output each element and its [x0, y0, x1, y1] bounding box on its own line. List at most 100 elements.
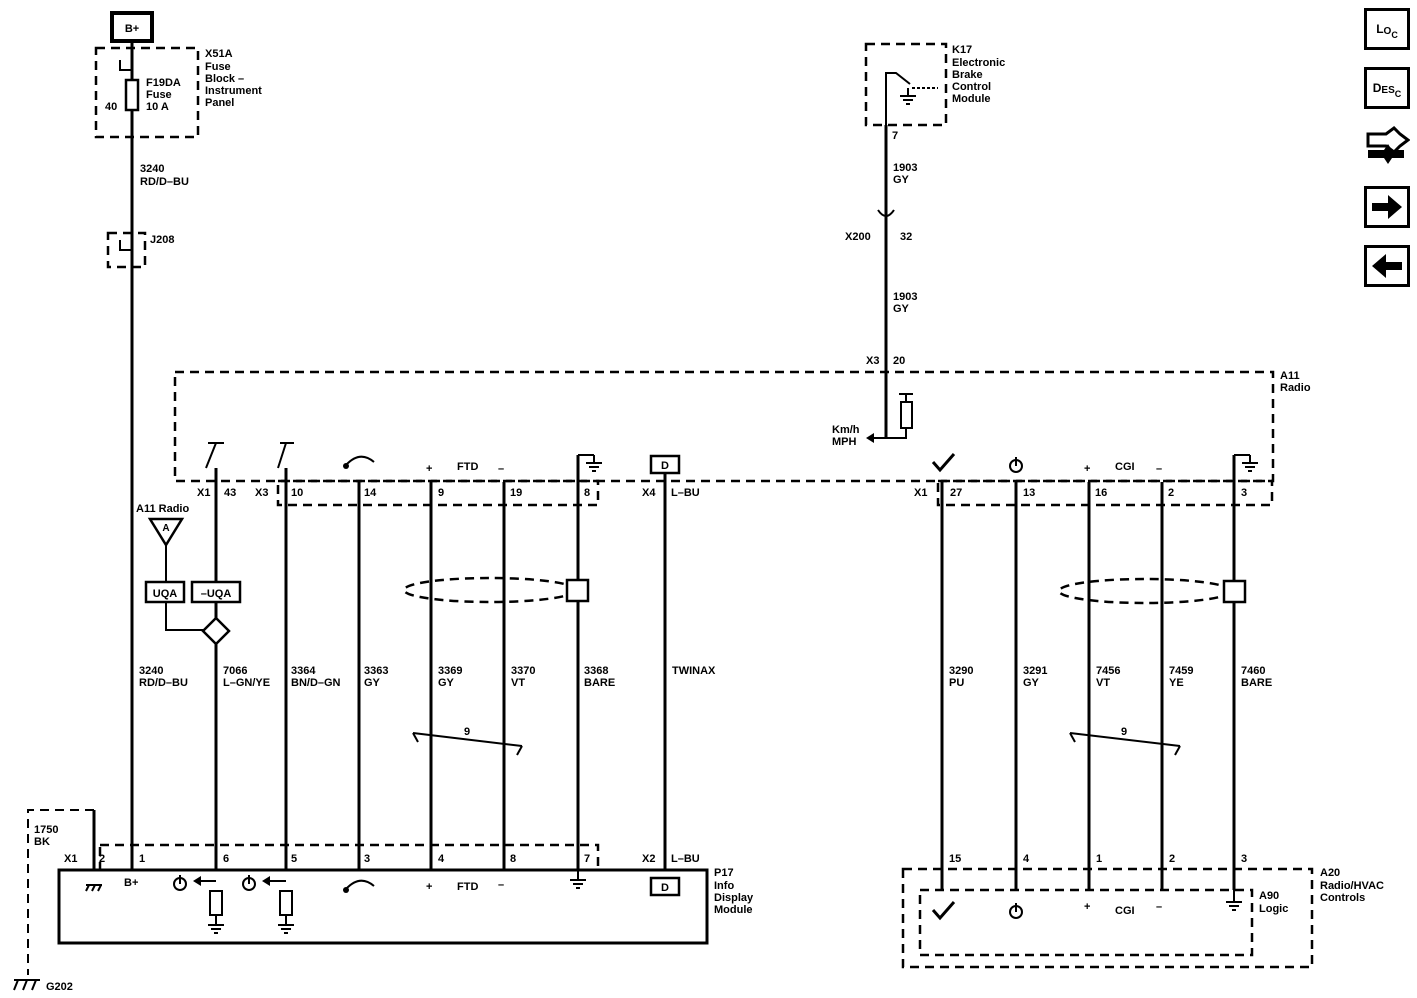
next-page-button[interactable]	[1364, 186, 1410, 228]
right-wire-4-color: BARE	[1241, 677, 1272, 689]
hvac-cgi-label: CGI	[1115, 905, 1135, 917]
display-bplus-label: B+	[124, 877, 138, 889]
fuse-block-outline	[94, 46, 200, 139]
option-diamond	[201, 616, 231, 646]
display-chassis-ground-h3	[97, 884, 102, 892]
description-button[interactable]: D E S C	[1364, 67, 1410, 109]
splice-label: J208	[150, 234, 174, 246]
radio-pin-10: 10	[291, 487, 303, 499]
radio-right-pin-16: 16	[1095, 487, 1107, 499]
twist-right-line	[1069, 732, 1181, 747]
g202-ground-hatch-3	[31, 979, 37, 991]
fuse-block-name: X51A	[205, 48, 233, 60]
ebcm-desc-4: Module	[952, 93, 991, 105]
radio-right-pin-x1: X1	[914, 487, 927, 499]
radio-x3-conn: X3	[866, 355, 879, 367]
display-desc-1: Info	[714, 880, 734, 892]
left-wire-4-num: 3369	[438, 665, 462, 677]
right-wire-3-color: YE	[1169, 677, 1184, 689]
ebcm-pin: 7	[892, 130, 898, 142]
connector-view-button[interactable]	[1364, 124, 1410, 166]
right-wire-1-color: GY	[1023, 677, 1040, 689]
twist-right-end1	[1069, 732, 1076, 743]
desc-letter-e: E	[1381, 84, 1389, 96]
ebcm-desc-1: Electronic	[952, 57, 1005, 69]
radio-pin-9: 9	[438, 487, 444, 499]
switch-1	[205, 442, 224, 469]
pullup-resistor	[900, 401, 913, 429]
radio-ftd-plus: +	[426, 463, 432, 475]
display-chassis-ground-h2	[91, 884, 96, 892]
a11-radio-ref-title: A11 Radio	[136, 503, 189, 515]
hvac-logic-desc: Logic	[1259, 903, 1288, 915]
location-button[interactable]: L O C	[1364, 8, 1410, 50]
hvac-desc-1: Radio/HVAC	[1320, 880, 1384, 892]
ebcm-wire2-num: 1903	[893, 291, 917, 303]
speed-label-mph: MPH	[832, 436, 857, 448]
left-wire-5-num: 3370	[511, 665, 535, 677]
twist-right-end2	[1174, 745, 1181, 756]
twist-left-end1	[412, 732, 419, 743]
radio-cgi-minus: –	[1156, 463, 1162, 475]
desc-letter-d: D	[1372, 81, 1382, 95]
splice-outline	[106, 231, 147, 269]
radio-pin-x3: X3	[255, 487, 268, 499]
a11-radio-ref-symbol: A	[162, 523, 169, 534]
ebcm-desc-2: Brake	[952, 69, 983, 81]
ground-wire-color: BK	[34, 836, 50, 848]
display-audio-arc-dot	[343, 887, 349, 893]
left-wire-1-num: 7066	[223, 665, 247, 677]
circuit-top-num: 3240	[140, 163, 164, 175]
twist-left-end2	[516, 745, 523, 756]
display-desc-2: Display	[714, 892, 754, 904]
radio-pin-8: 8	[584, 487, 590, 499]
shield-left-drain	[565, 578, 590, 603]
desc-letter-s: S	[1388, 84, 1395, 96]
fuse-block-desc-2: Block –	[205, 73, 244, 85]
fuse-rating: 10 A	[146, 101, 169, 113]
radio-pin-43: 43	[224, 487, 236, 499]
display-audio-arc	[345, 879, 375, 890]
hvac-pin-3: 3	[1241, 853, 1247, 865]
hvac-check-icon	[931, 901, 956, 921]
fuse-symbol	[124, 78, 140, 112]
display-pin-2: 2	[99, 853, 105, 865]
ebcm-wire1-num: 1903	[893, 162, 917, 174]
hvac-pin-1: 1	[1096, 853, 1102, 865]
display-module-box	[57, 868, 709, 945]
arrow-left-icon	[1372, 254, 1402, 278]
hvac-cgi-plus: +	[1084, 901, 1090, 913]
splice-tap	[119, 240, 132, 251]
left-wire-1-color: L–GN/YE	[223, 677, 270, 689]
display-x1-connector	[98, 843, 600, 872]
display-pin-3: 3	[364, 853, 370, 865]
ebcm-wire2-color: GY	[893, 303, 910, 315]
left-wire-0-num: 3240	[139, 665, 163, 677]
display-pin-6: 6	[223, 853, 229, 865]
display-pin-lbu: L–BU	[671, 853, 700, 865]
ebcm-name: K17	[952, 44, 972, 56]
previous-page-button[interactable]	[1364, 245, 1410, 287]
hvac-pin-15: 15	[949, 853, 961, 865]
fuse-block-tap	[119, 60, 132, 71]
display-chassis-ground-h1	[85, 884, 90, 892]
display-pin-4: 4	[438, 853, 445, 865]
nuqa-label: –UQA	[201, 588, 232, 600]
right-wire-2-num: 7456	[1096, 665, 1120, 677]
fuse-name: F19DA	[146, 77, 181, 89]
shield-right	[1057, 577, 1233, 605]
hvac-cgi-minus: –	[1156, 901, 1162, 913]
ebcm-desc-3: Control	[952, 81, 991, 93]
ebcm-outline	[864, 42, 948, 127]
radio-cgi-plus: +	[1084, 463, 1090, 475]
circuit-top-color: RD/D–BU	[140, 176, 189, 188]
loc-letter-o: O	[1383, 25, 1392, 37]
left-wire-4-color: GY	[438, 677, 455, 689]
left-wire-3-num: 3363	[364, 665, 388, 677]
display-ftd-minus: –	[498, 879, 504, 891]
g202-ground-hatch-1	[13, 979, 19, 991]
right-wire-2-color: VT	[1096, 677, 1110, 689]
left-wire-6-num: 3368	[584, 665, 608, 677]
display-pin-x1: X1	[64, 853, 77, 865]
fuse-block-desc-4: Panel	[205, 97, 234, 109]
